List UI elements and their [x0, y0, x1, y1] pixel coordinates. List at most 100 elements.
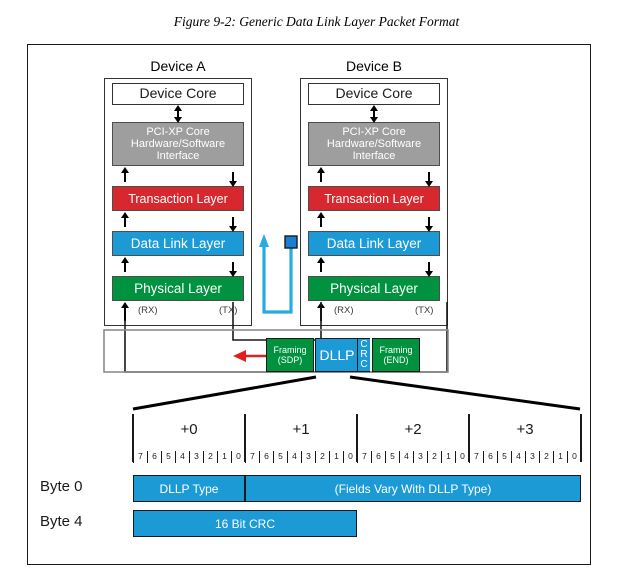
- device-b-physical-label: Physical Layer: [330, 280, 418, 296]
- byte-row-label-1: Byte 4: [40, 513, 83, 530]
- field-16-bit-crc: 16 Bit CRC: [133, 510, 357, 537]
- device-a-layer-transaction: Transaction Layer: [112, 186, 244, 211]
- bit-label: 4: [287, 451, 301, 463]
- device-b-title: Device B: [345, 58, 403, 74]
- device-a-arrow-down-interface-transaction: [229, 172, 237, 187]
- bit-label: 4: [399, 451, 413, 463]
- bit-label: 7: [133, 451, 147, 463]
- device-a-physical-label: Physical Layer: [134, 280, 222, 296]
- field-dllp-type: DLLP Type: [133, 475, 245, 502]
- device-b-arrow-rx-in: [317, 302, 325, 321]
- bit-label: 2: [427, 451, 441, 463]
- device-b-layer-transaction: Transaction Layer: [308, 186, 440, 211]
- bit-label: 6: [483, 451, 497, 463]
- bit-label: 3: [301, 451, 315, 463]
- framing-end-line2: (END): [383, 355, 409, 365]
- bit-label: 5: [161, 451, 175, 463]
- field-fields-vary: (Fields Vary With DLLP Type): [245, 475, 581, 502]
- bit-label: 3: [525, 451, 539, 463]
- device-b-pcixp-line2: Hardware/Software: [326, 137, 422, 150]
- packet-dllp-label: DLLP: [319, 346, 355, 363]
- packet-framing-end: Framing (END): [372, 338, 420, 372]
- device-b-pcixp-line1: PCI-XP Core: [342, 125, 406, 138]
- byte-row-label-0: Byte 0: [40, 478, 83, 495]
- device-b-tx-label: (TX): [415, 305, 434, 316]
- framing-sdp-line1: Framing: [273, 344, 307, 355]
- device-a-datalink-label: Data Link Layer: [130, 235, 226, 251]
- bit-label: 1: [217, 451, 231, 463]
- device-a-core-label: Device Core: [139, 85, 217, 102]
- figure-title: Figure 9-2: Generic Data Link Layer Pack…: [173, 14, 460, 29]
- packet-crc-c1: C: [360, 338, 368, 350]
- bit-label: 6: [371, 451, 385, 463]
- packet-dllp: DLLP: [315, 338, 359, 372]
- device-b-layer-data-link: Data Link Layer: [308, 231, 440, 256]
- device-b-layer-device-core: Device Core: [308, 83, 440, 105]
- bit-label: 2: [539, 451, 553, 463]
- bit-label: 5: [273, 451, 287, 463]
- bit-label: 7: [245, 451, 259, 463]
- bit-label: 7: [357, 451, 371, 463]
- device-a-arrow-down-datalink-physical: [229, 262, 237, 277]
- device-b-arrow-down-transaction-datalink: [425, 217, 433, 232]
- device-b-layer-physical: Physical Layer: [308, 276, 440, 301]
- device-a-layer-data-link: Data Link Layer: [112, 231, 244, 256]
- bit-label: 6: [259, 451, 273, 463]
- byte-offset-1: +1: [292, 421, 310, 438]
- byte-offset-2: +2: [404, 421, 422, 438]
- packet-crc-r: R: [360, 348, 368, 360]
- device-a-arrow-rx-in: [121, 302, 129, 321]
- bit-label: 4: [511, 451, 525, 463]
- device-b-arrow-down-interface-transaction: [425, 172, 433, 187]
- bit-label: 0: [567, 451, 581, 463]
- device-b-pcixp-line3: Interface: [352, 150, 396, 163]
- device-a-arrow-down-transaction-datalink: [229, 217, 237, 232]
- bit-label: 0: [455, 451, 469, 463]
- device-a-arrow-up-datalink-physical: [121, 257, 129, 272]
- device-b-layer-pcixp-core-interface: PCI-XP Core Hardware/Software Interface: [308, 122, 440, 166]
- bit-label: 2: [203, 451, 217, 463]
- bit-label: 3: [413, 451, 427, 463]
- bit-label: 5: [497, 451, 511, 463]
- device-a-arrow-up-transaction-datalink: [121, 212, 129, 227]
- packet-crc-c2: C: [360, 359, 368, 371]
- packet-framing-sdp: Framing (SDP): [266, 338, 314, 372]
- device-b-arrow-core-interface: [370, 105, 378, 123]
- device-a-tx-label: (TX): [219, 305, 238, 316]
- device-b-arrow-up-interface-transaction: [317, 167, 325, 182]
- device-a-layer-device-core: Device Core: [112, 83, 244, 105]
- framing-end-line1: Framing: [379, 344, 413, 355]
- bit-label: 6: [147, 451, 161, 463]
- device-a-layer-pcixp-core-interface: PCI-XP Core Hardware/Software Interface: [112, 122, 244, 166]
- device-a-pcixp-line2: Hardware/Software: [130, 137, 226, 150]
- device-a-title: Device A: [150, 58, 206, 74]
- device-a-pcixp-line1: PCI-XP Core: [146, 125, 210, 138]
- device-b-arrow-up-datalink-physical: [317, 257, 325, 272]
- bit-label: 2: [315, 451, 329, 463]
- device-b-arrow-up-transaction-datalink: [317, 212, 325, 227]
- device-a-arrow-up-interface-transaction: [121, 167, 129, 182]
- packet-crc: C R C: [357, 338, 370, 372]
- device-a-pcixp-line3: Interface: [156, 150, 200, 163]
- device-a-arrow-core-interface: [174, 105, 182, 123]
- bit-label: 0: [231, 451, 245, 463]
- device-b-core-label: Device Core: [335, 85, 413, 102]
- device-b-datalink-label: Data Link Layer: [326, 235, 422, 251]
- byte-offset-0: +0: [180, 421, 198, 438]
- bit-label: 3: [189, 451, 203, 463]
- bit-label: 5: [385, 451, 399, 463]
- bit-label: 1: [441, 451, 455, 463]
- bit-label: 1: [553, 451, 567, 463]
- bit-label: 1: [329, 451, 343, 463]
- bit-label: 4: [175, 451, 189, 463]
- device-b-arrow-down-datalink-physical: [425, 262, 433, 277]
- framing-sdp-line2: (SDP): [277, 355, 303, 365]
- bit-label: 7: [469, 451, 483, 463]
- device-a-layer-physical: Physical Layer: [112, 276, 244, 301]
- byte-offset-3: +3: [516, 421, 534, 438]
- device-b-transaction-label: Transaction Layer: [324, 191, 424, 206]
- device-b-rx-label: (RX): [334, 305, 354, 316]
- device-a-rx-label: (RX): [138, 305, 158, 316]
- bit-label: 0: [343, 451, 357, 463]
- device-a-transaction-label: Transaction Layer: [128, 191, 228, 206]
